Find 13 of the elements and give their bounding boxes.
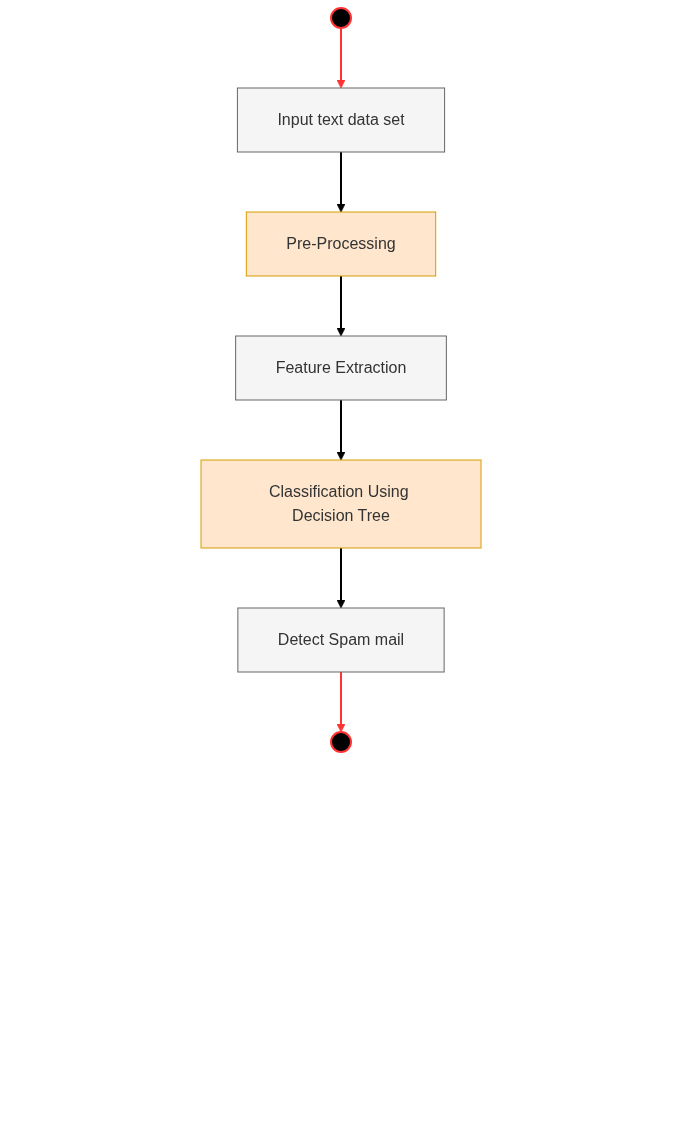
arrow bbox=[336, 399, 346, 461]
node-box: Input text data set bbox=[236, 87, 446, 153]
node-box: Pre-Processing bbox=[245, 211, 437, 277]
node-box: Classification Using Decision Tree bbox=[200, 459, 482, 549]
node-box: Feature Extraction bbox=[235, 335, 447, 401]
node-circle bbox=[330, 7, 352, 29]
arrow bbox=[336, 27, 346, 89]
arrow bbox=[336, 151, 346, 213]
arrow bbox=[336, 547, 346, 609]
node-box: Detect Spam mail bbox=[237, 607, 445, 673]
arrow bbox=[336, 671, 346, 733]
arrow bbox=[336, 275, 346, 337]
node-circle bbox=[330, 731, 352, 753]
